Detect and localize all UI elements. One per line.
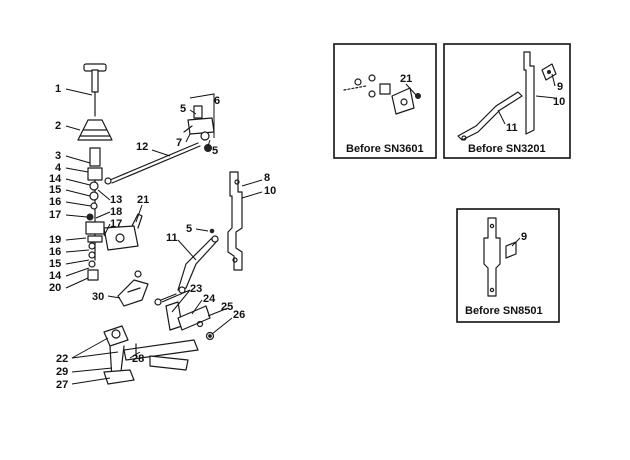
- callout-23: 23: [190, 283, 202, 295]
- callout-2: 2: [55, 120, 61, 132]
- callout-15-lower: 15: [49, 258, 61, 270]
- mounting-bracket: [227, 171, 243, 271]
- shift-arm: [177, 235, 219, 294]
- inset-2-caption: Before SN3201: [468, 143, 546, 155]
- callout-5-right: 5: [212, 145, 218, 157]
- callout-5-mid: 5: [186, 223, 192, 235]
- callout-28: 28: [132, 353, 144, 365]
- callout-10: 10: [264, 185, 276, 197]
- callout-22: 22: [56, 353, 68, 365]
- callout-5-top: 5: [180, 103, 186, 115]
- callout-14-upper: 14: [49, 173, 62, 185]
- inset-2-parts: [457, 51, 557, 141]
- callout-13: 13: [110, 194, 122, 206]
- callout-12: 12: [136, 141, 148, 153]
- callout-17-left: 17: [49, 209, 61, 221]
- callout-6: 6: [214, 95, 220, 107]
- callout-17-right: 17: [110, 218, 122, 230]
- callout-4: 4: [55, 162, 62, 174]
- callout-24: 24: [203, 293, 216, 305]
- callout-8: 8: [264, 172, 270, 184]
- callout-18: 18: [110, 206, 122, 218]
- inset-3-callout-9: 9: [521, 231, 527, 243]
- inset-1-callout-21: 21: [400, 73, 412, 85]
- callout-16-lower: 16: [49, 246, 61, 258]
- inset-2-callout-11: 11: [506, 122, 518, 134]
- leader-lines: [65, 88, 263, 385]
- upper-linkage: [183, 105, 215, 152]
- inset-3-caption: Before SN8501: [465, 305, 543, 317]
- lower-assembly: [103, 325, 199, 385]
- callout-19: 19: [49, 234, 61, 246]
- inset-1-caption: Before SN3601: [346, 143, 424, 155]
- inset-1-parts: [343, 74, 421, 115]
- shift-knob: [83, 63, 107, 93]
- callout-14-lower: 14: [49, 270, 62, 282]
- exploded-view: 1 2 3 4 14 15 16 17 13 18 17 21 19 16 15…: [49, 63, 276, 391]
- rubber-boot: [77, 119, 113, 141]
- callout-27: 27: [56, 379, 68, 391]
- callout-15-upper: 15: [49, 184, 61, 196]
- inset-3-parts: [483, 217, 521, 297]
- callout-30: 30: [92, 291, 104, 303]
- guide-plate: [117, 270, 149, 307]
- callout-25: 25: [221, 301, 233, 313]
- lower-linkage: [154, 293, 215, 341]
- callout-26: 26: [233, 309, 245, 321]
- callout-20: 20: [49, 282, 61, 294]
- callout-21: 21: [137, 194, 149, 206]
- callout-3: 3: [55, 150, 61, 162]
- inset-before-sn3601: 21 Before SN3601: [333, 43, 437, 159]
- callout-1: 1: [55, 83, 61, 95]
- callout-7: 7: [176, 137, 182, 149]
- inset-2-callout-9: 9: [557, 81, 563, 93]
- callout-29: 29: [56, 366, 68, 378]
- control-rod: [104, 142, 201, 185]
- inset-2-callout-10: 10: [553, 96, 565, 108]
- pivot-bracket: [103, 213, 143, 251]
- callout-16-upper: 16: [49, 196, 61, 208]
- callout-11: 11: [166, 232, 178, 244]
- inset-before-sn3201: 9 10 11 Before SN3201: [443, 43, 571, 159]
- inset-before-sn8501: 9 Before SN8501: [456, 208, 560, 323]
